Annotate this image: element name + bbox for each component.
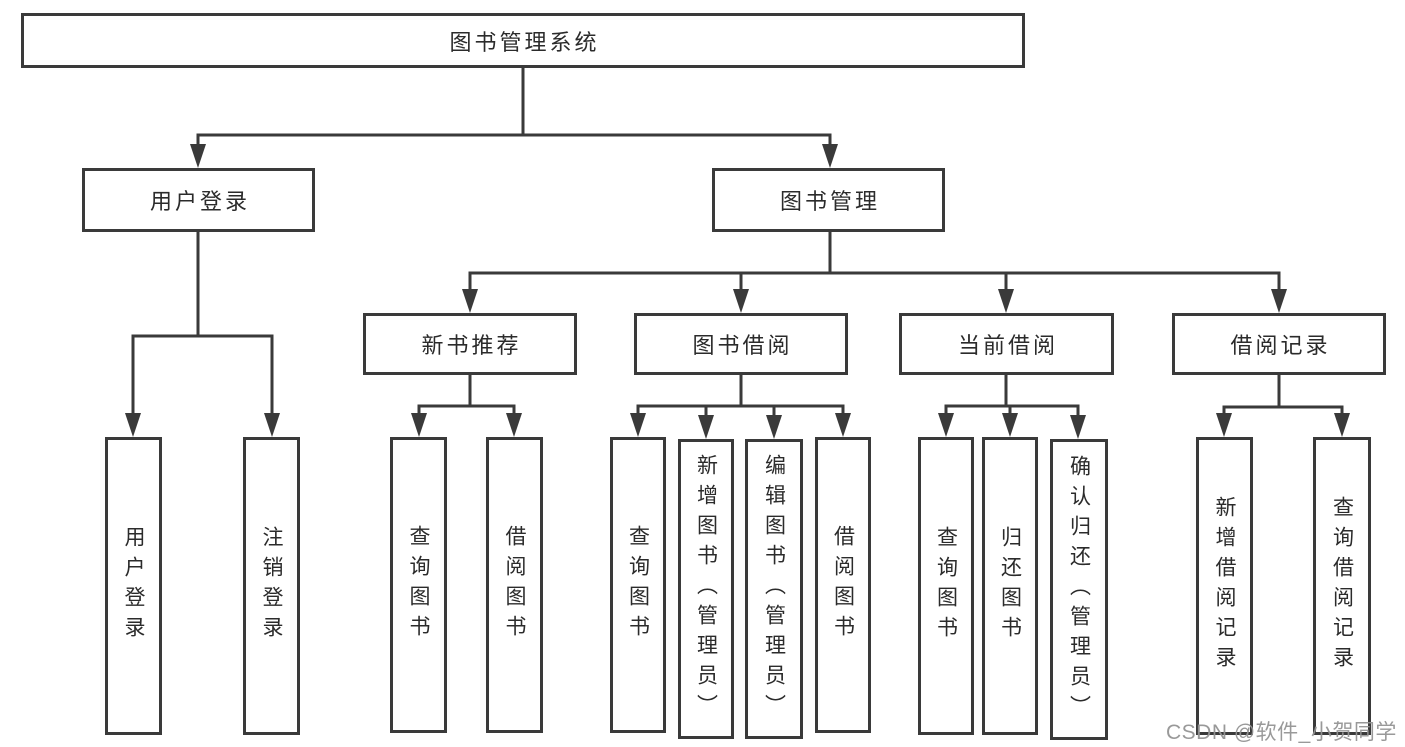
watermark-text: CSDN @软件_小贺同学	[1166, 721, 1397, 744]
leaf-logout: 注销登录	[243, 437, 300, 735]
leaf-confirm-return-admin: 确认归还（管理员）	[1050, 439, 1108, 740]
connector-book-borrowing	[630, 375, 851, 439]
node-book-borrowing: 图书借阅	[634, 313, 848, 375]
connector-root	[190, 68, 838, 168]
connector-book-management	[462, 232, 1287, 313]
connector-new-book-recommend	[411, 375, 522, 437]
leaf-add-book-admin: 新增图书（管理员）	[678, 439, 734, 739]
connector-user-login	[125, 232, 280, 437]
leaf-user-login: 用户登录	[105, 437, 162, 735]
node-current-borrowing: 当前借阅	[899, 313, 1114, 375]
leaf-query-books-borrowing: 查询图书	[610, 437, 666, 733]
node-new-book-recommend: 新书推荐	[363, 313, 577, 375]
connector-current-borrowing	[938, 375, 1086, 439]
node-user-login: 用户登录	[82, 168, 315, 232]
node-library-system: 图书管理系统	[21, 13, 1025, 68]
leaf-borrow-books-recommend: 借阅图书	[486, 437, 543, 733]
leaf-borrow-books-borrowing: 借阅图书	[815, 437, 871, 733]
leaf-query-books-current: 查询图书	[918, 437, 974, 735]
leaf-edit-book-admin: 编辑图书（管理员）	[745, 439, 803, 739]
connector-borrow-records	[1216, 375, 1350, 437]
node-borrow-records: 借阅记录	[1172, 313, 1386, 375]
leaf-query-books-recommend: 查询图书	[390, 437, 447, 733]
leaf-add-borrow-record: 新增借阅记录	[1196, 437, 1253, 735]
node-book-management: 图书管理	[712, 168, 945, 232]
leaf-query-borrow-record: 查询借阅记录	[1313, 437, 1371, 735]
leaf-return-books: 归还图书	[982, 437, 1038, 735]
